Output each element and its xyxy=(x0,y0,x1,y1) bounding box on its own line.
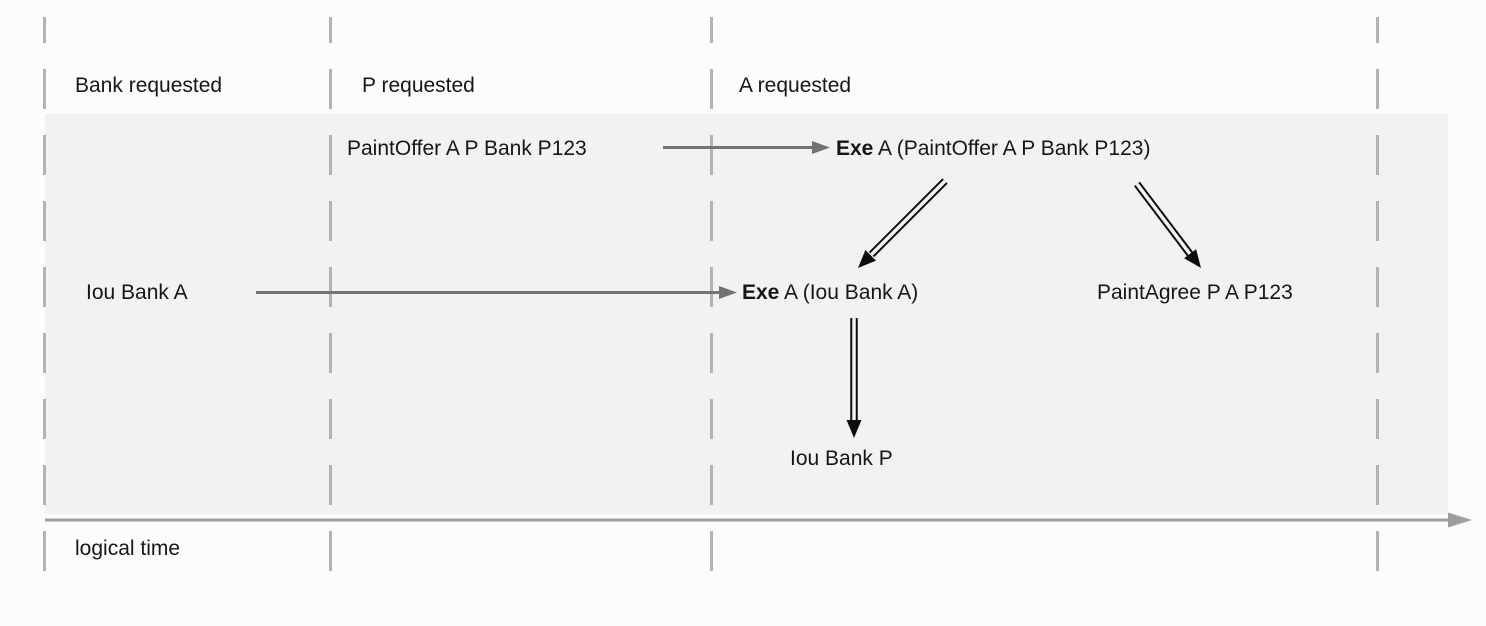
action-verb: Exe xyxy=(836,137,874,160)
action-exe-iou: Exe A (Iou Bank A) xyxy=(742,280,918,305)
action-exe-paintoffer: Exe A (PaintOffer A P Bank P123) xyxy=(836,136,1150,161)
column-header-bank-requested: Bank requested xyxy=(75,74,223,97)
commit-arrowhead-icon xyxy=(719,286,737,299)
commit-arrow-paintoffer xyxy=(663,141,830,154)
time-axis-arrowhead-icon xyxy=(1448,512,1472,528)
command-paintoffer: PaintOffer A P Bank P123 xyxy=(347,137,587,160)
commit-arrow-iou xyxy=(256,286,737,299)
consequence-arrow-paintagree xyxy=(1134,181,1201,268)
action-args: A (PaintOffer A P Bank P123) xyxy=(873,137,1151,160)
consequence-arrow-exe-iou xyxy=(858,178,948,268)
column-header-p-requested: P requested xyxy=(362,74,475,97)
commit-band xyxy=(45,114,1448,514)
column-header-a-requested: A requested xyxy=(739,74,852,97)
action-verb: Exe xyxy=(742,281,780,304)
action-iou-result: Iou Bank P xyxy=(790,447,893,470)
time-axis-arrow xyxy=(45,512,1472,528)
command-iou: Iou Bank A xyxy=(86,281,188,304)
commit-arrowhead-icon xyxy=(812,141,830,154)
consequence-arrowhead-icon xyxy=(846,420,862,438)
time-axis-label: logical time xyxy=(75,537,181,560)
consequence-arrowhead-icon xyxy=(1184,249,1201,268)
consequence-arrow-iou-result xyxy=(846,318,862,438)
action-paintagree: PaintAgree P A P123 xyxy=(1097,281,1293,304)
action-args: A (Iou Bank A) xyxy=(779,281,919,304)
consequence-arrowhead-icon xyxy=(858,250,876,268)
